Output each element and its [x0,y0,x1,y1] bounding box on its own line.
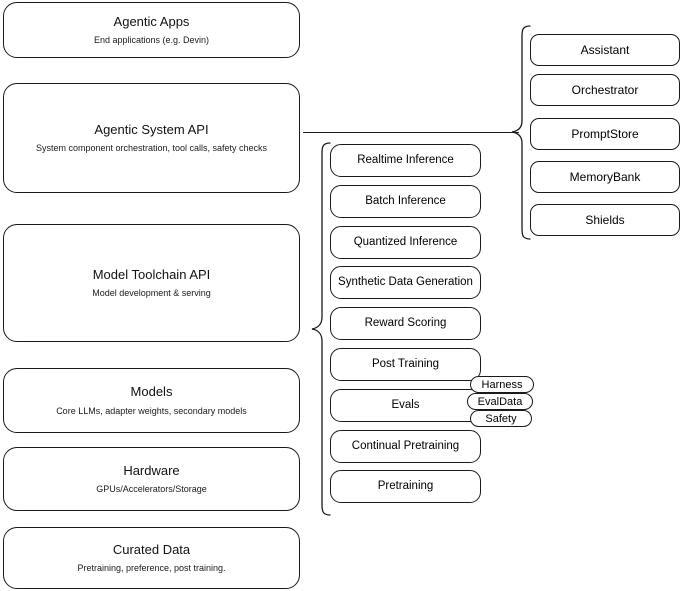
toolchain-box-continual-pretraining[interactable]: Continual Pretraining [330,430,481,463]
evals-pill-label: Harness [481,378,523,391]
evals-pill-evaldata[interactable]: EvalData [467,393,533,410]
layer-title: Hardware [123,462,180,478]
toolchain-label: Evals [391,399,420,412]
layer-title: Models [130,384,173,400]
toolchain-box-quantized-inference[interactable]: Quantized Inference [330,226,481,259]
system-box-shields[interactable]: Shields [530,204,680,236]
system-box-promptstore[interactable]: PromptStore [530,118,680,150]
layer-box-agentic-apps[interactable]: Agentic Apps End applications (e.g. Devi… [3,2,300,58]
layer-subtitle: End applications (e.g. Devin) [93,35,210,45]
system-box-memorybank[interactable]: MemoryBank [530,161,680,193]
toolchain-label: Synthetic Data Generation [338,276,473,289]
layer-title: Agentic Apps [113,13,190,29]
toolchain-box-realtime-inference[interactable]: Realtime Inference [330,144,481,177]
layer-box-models[interactable]: Models Core LLMs, adapter weights, secon… [3,368,300,433]
toolchain-box-pretraining[interactable]: Pretraining [330,470,481,503]
evals-pill-safety[interactable]: Safety [470,410,532,427]
layer-subtitle: GPUs/Accelerators/Storage [96,484,207,494]
layer-subtitle: Core LLMs, adapter weights, secondary mo… [56,405,247,416]
layer-subtitle: Pretraining, preference, post training. [77,563,226,573]
system-label: MemoryBank [569,169,641,184]
toolchain-box-batch-inference[interactable]: Batch Inference [330,185,481,218]
evals-pill-harness[interactable]: Harness [470,376,534,393]
system-label: PromptStore [571,126,639,141]
system-label: Shields [585,212,625,227]
layer-subtitle: System component orchestration, tool cal… [35,143,268,153]
toolchain-label: Reward Scoring [364,317,447,330]
toolchain-box-evals[interactable]: Evals [330,389,481,422]
toolchain-label: Batch Inference [365,195,446,208]
evals-pill-label: EvalData [477,395,523,408]
toolchain-label: Realtime Inference [357,154,454,167]
toolchain-box-synthetic-data-generation[interactable]: Synthetic Data Generation [330,266,481,299]
layer-subtitle: Model development & serving [92,288,211,298]
system-label: Orchestrator [571,82,639,97]
layer-box-model-toolchain-api[interactable]: Model Toolchain API Model development & … [3,224,300,342]
system-label: Assistant [580,42,630,57]
toolchain-label: Continual Pretraining [351,440,460,453]
toolchain-box-reward-scoring[interactable]: Reward Scoring [330,307,481,340]
layer-title: Agentic System API [94,121,209,137]
evals-pill-label: Safety [485,412,517,425]
system-box-assistant[interactable]: Assistant [530,34,680,66]
connector-system-api-to-components [303,131,519,133]
layer-title: Model Toolchain API [92,266,211,282]
brace-toolchain [310,142,332,516]
layer-box-hardware[interactable]: Hardware GPUs/Accelerators/Storage [3,447,300,511]
toolchain-box-post-training[interactable]: Post Training [330,348,481,381]
toolchain-label: Pretraining [377,480,434,493]
toolchain-label: Post Training [371,358,440,371]
layer-box-agentic-system-api[interactable]: Agentic System API System component orch… [3,83,300,193]
toolchain-label: Quantized Inference [353,236,458,249]
system-box-orchestrator[interactable]: Orchestrator [530,74,680,106]
layer-box-curated-data[interactable]: Curated Data Pretraining, preference, po… [3,527,300,589]
layer-title: Curated Data [112,541,191,557]
